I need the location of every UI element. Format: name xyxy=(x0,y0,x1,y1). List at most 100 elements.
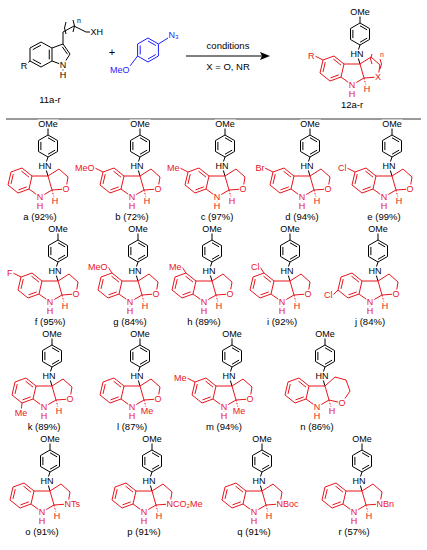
bond xyxy=(58,240,68,246)
bond xyxy=(32,273,42,281)
atom-label: OMe xyxy=(280,225,301,234)
bond xyxy=(373,176,376,189)
bond xyxy=(140,386,144,400)
bond xyxy=(63,44,70,54)
ring-heteroatom-label: O xyxy=(338,399,346,408)
atom-label: HN xyxy=(142,477,156,486)
reaction-arrow xyxy=(186,56,262,57)
bond xyxy=(138,240,148,246)
bond xyxy=(29,292,37,295)
bond xyxy=(124,176,140,177)
bond xyxy=(253,467,263,473)
compound-label: c (97%) xyxy=(200,212,234,222)
bond xyxy=(232,345,242,351)
bond xyxy=(310,135,320,141)
ring-heteroatom-label: NBn xyxy=(376,500,395,509)
ring-heteroatom-label: O xyxy=(246,395,254,404)
bond xyxy=(387,246,388,257)
ring-heteroatom-label: NTs xyxy=(64,500,81,509)
bond xyxy=(199,168,209,176)
bond xyxy=(319,141,320,152)
bond xyxy=(112,273,122,281)
bond xyxy=(360,38,367,42)
bond xyxy=(149,141,150,152)
ring-heteroatom-label: NBoc xyxy=(276,500,299,509)
bond xyxy=(333,290,338,295)
bond xyxy=(151,379,160,387)
bond xyxy=(108,267,112,273)
bond xyxy=(149,274,158,282)
atom-label: N xyxy=(36,193,44,202)
bond xyxy=(236,486,244,492)
atom-label: OMe xyxy=(382,120,403,129)
bond xyxy=(50,465,57,469)
bond xyxy=(122,281,138,282)
bond xyxy=(13,489,15,499)
bond xyxy=(216,152,226,158)
bond xyxy=(250,290,260,298)
bond xyxy=(36,386,52,387)
bridgehead-label: H xyxy=(265,512,273,521)
bond xyxy=(353,450,363,456)
bond xyxy=(111,397,119,400)
substituent-label: F xyxy=(7,269,14,278)
bond xyxy=(175,279,177,289)
bond xyxy=(315,56,323,60)
bond xyxy=(48,135,58,141)
bond xyxy=(392,150,399,154)
bond xyxy=(32,176,48,177)
bond xyxy=(360,40,370,46)
bond xyxy=(142,456,143,467)
bond xyxy=(262,465,269,469)
bond xyxy=(383,152,393,158)
bond xyxy=(186,276,194,282)
atom-label: OMe xyxy=(142,435,163,444)
bond xyxy=(378,240,388,246)
bond xyxy=(131,152,141,158)
bond xyxy=(148,56,158,62)
atom-label: HN xyxy=(300,162,314,171)
bond xyxy=(114,381,122,387)
bond xyxy=(236,483,246,491)
bond xyxy=(360,23,370,29)
bond xyxy=(130,247,131,255)
bond xyxy=(101,279,103,289)
bond xyxy=(49,50,50,60)
bond xyxy=(112,487,115,500)
bond xyxy=(225,176,229,190)
bond xyxy=(148,41,156,46)
bond xyxy=(290,243,297,247)
bond xyxy=(261,292,269,295)
bond xyxy=(225,150,232,154)
atom-label: OMe xyxy=(130,120,151,129)
ring-heteroatom-label: O xyxy=(62,185,70,194)
bond xyxy=(30,42,41,48)
bond xyxy=(140,46,141,55)
bond xyxy=(323,62,325,72)
bond xyxy=(152,453,159,457)
bridgehead-label: H xyxy=(155,512,163,521)
bond xyxy=(221,246,222,257)
atom-label: N xyxy=(350,508,358,517)
bond xyxy=(352,273,362,281)
atom-label: HN xyxy=(315,372,329,381)
bond xyxy=(253,273,264,277)
bond xyxy=(38,141,39,152)
atom-label: HN xyxy=(40,477,54,486)
bond xyxy=(369,257,379,263)
bond xyxy=(172,290,182,298)
compound-label: q (91%) xyxy=(237,527,271,537)
bond xyxy=(355,174,357,184)
atom-label: HN xyxy=(215,162,229,171)
atom-label: H xyxy=(200,307,208,316)
bond xyxy=(273,168,284,172)
bond xyxy=(40,456,41,467)
subscript-label: n xyxy=(380,51,385,58)
bond xyxy=(325,360,332,364)
ring-heteroatom-label: O xyxy=(72,290,80,299)
bond xyxy=(325,348,332,352)
bond xyxy=(114,378,124,386)
bond xyxy=(222,351,223,362)
bond xyxy=(252,456,253,467)
atom-label: H xyxy=(38,517,46,526)
